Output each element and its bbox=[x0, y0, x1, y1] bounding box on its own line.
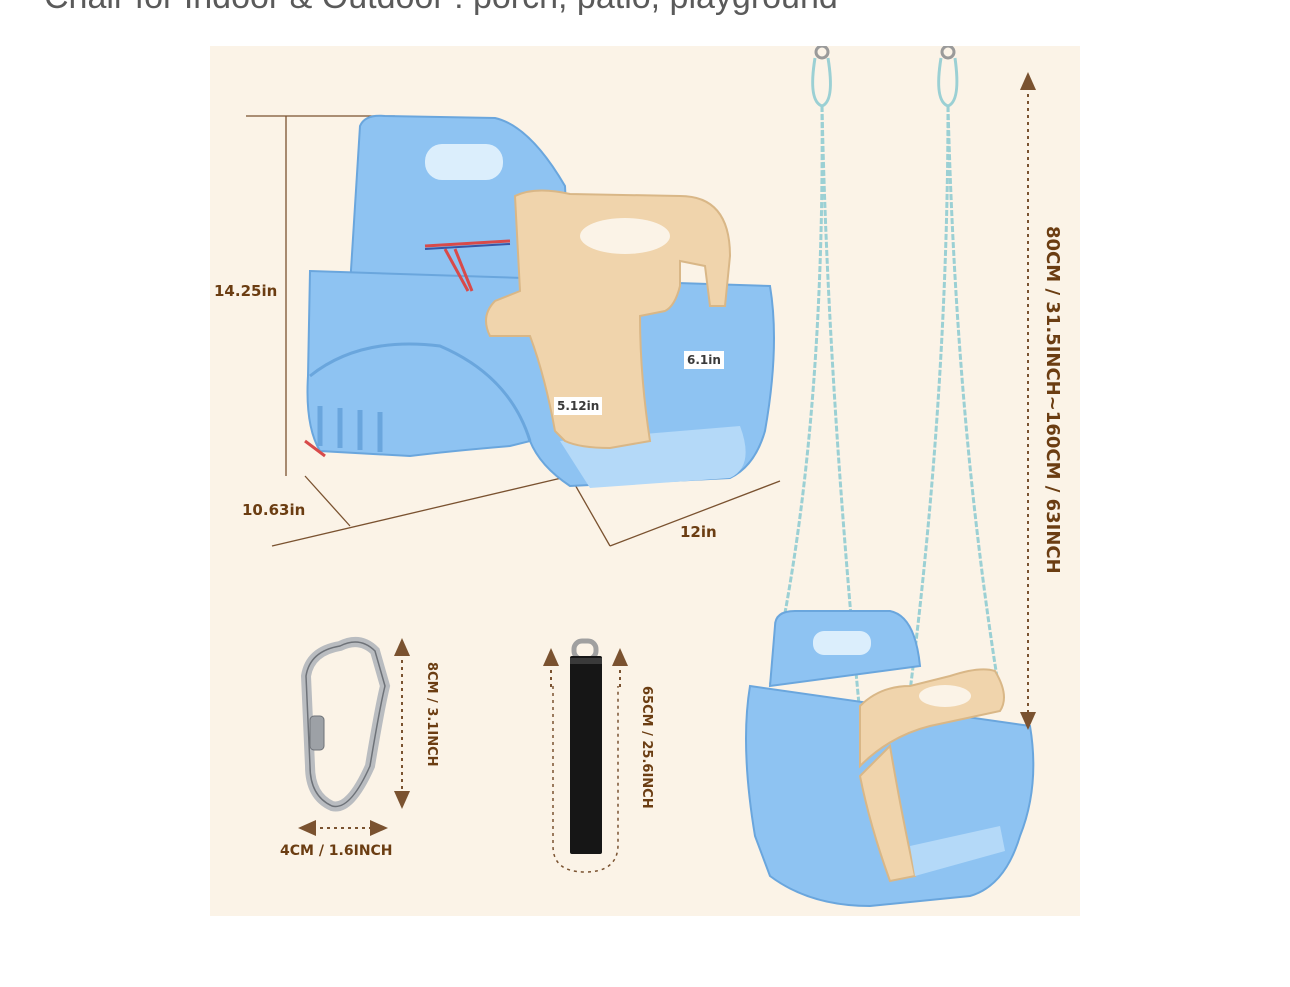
carabiner-width-label: 4CM / 1.6INCH bbox=[280, 843, 393, 859]
strap-outline bbox=[552, 686, 619, 873]
product-image-panel[interactable]: 14.25in 10.63in 12in 5.12in 6.1in 80CM /… bbox=[210, 46, 1080, 916]
carabiner-icon bbox=[300, 637, 391, 812]
page-title: Chair for Indoor & Outdoor : porch, pati… bbox=[44, 0, 838, 17]
height-label: 14.25in bbox=[214, 282, 278, 300]
depth-label: 10.63in bbox=[242, 501, 306, 519]
rope-length-label: 80CM / 31.5INCH~160CM / 63INCH bbox=[1042, 226, 1063, 574]
width-label: 12in bbox=[680, 523, 717, 541]
seat-opening-label: 5.12in bbox=[554, 397, 603, 415]
strap-length-label: 65CM / 25.6INCH bbox=[639, 686, 654, 809]
strap-icon bbox=[570, 638, 602, 854]
baby-swing-seat-large bbox=[304, 114, 775, 488]
carabiner-height-label: 8CM / 3.1INCH bbox=[424, 662, 439, 767]
hanging-swing bbox=[745, 46, 1035, 908]
leg-gap-label: 6.1in bbox=[684, 351, 724, 369]
product-illustration bbox=[246, 46, 1036, 908]
